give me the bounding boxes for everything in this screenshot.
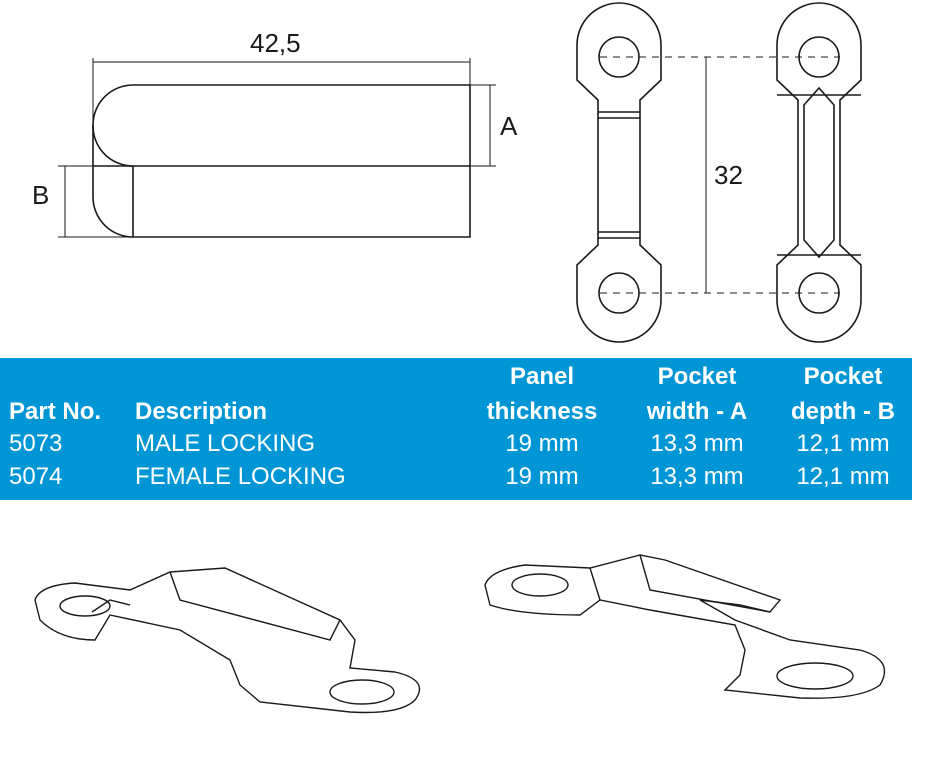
front-view-male — [576, 2, 662, 343]
row-width: 13,3 mm — [650, 430, 744, 457]
row-description: MALE LOCKING — [135, 430, 316, 457]
hole-spacing-dimension: 32 — [714, 160, 743, 190]
header-depth-2: depth - B — [791, 398, 895, 425]
header-description: Description — [135, 398, 268, 425]
header-width-1: Pocket — [657, 363, 737, 390]
side-view-drawing — [58, 58, 496, 238]
header-width-2: width - A — [646, 398, 748, 425]
row-panel: 19 mm — [505, 463, 579, 490]
front-view-female — [776, 2, 862, 343]
dimension-b-label: B — [32, 180, 50, 210]
specs-table: Part No. Description Panel thickness Poc… — [0, 358, 912, 500]
header-depth-1: Pocket — [803, 363, 883, 390]
row-description: FEMALE LOCKING — [135, 463, 346, 490]
row-depth: 12,1 mm — [796, 430, 890, 457]
row-part-no: 5073 — [9, 430, 63, 457]
header-part-no: Part No. — [9, 398, 102, 425]
header-panel-1: Panel — [509, 363, 575, 390]
row-panel: 19 mm — [505, 430, 579, 457]
isometric-female — [484, 554, 886, 699]
header-panel-2: thickness — [486, 398, 598, 425]
length-dimension: 42,5 — [250, 28, 301, 58]
isometric-male — [34, 567, 421, 714]
row-depth: 12,1 mm — [796, 463, 890, 490]
row-part-no: 5074 — [9, 463, 63, 490]
row-width: 13,3 mm — [650, 463, 744, 490]
dimension-a-label: A — [500, 111, 518, 141]
